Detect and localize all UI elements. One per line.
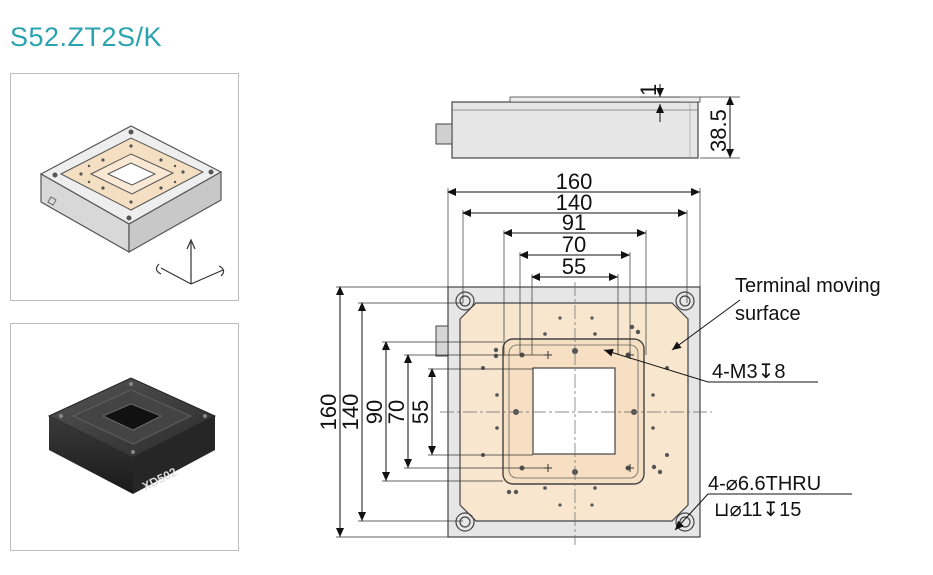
side-top-gap-label: 1 (636, 84, 661, 96)
callout-tapped-holes: 4-M3↧8 (712, 361, 785, 383)
horizontal-dimensions (447, 188, 701, 355)
model-title: S52.ZT2S/K (10, 22, 163, 52)
callout-surface-line2: surface (735, 303, 801, 325)
dim-width-160: 160 (556, 169, 593, 194)
dim-height-55: 55 (408, 400, 433, 424)
top-view (435, 282, 712, 545)
dim-width-70: 70 (562, 232, 586, 257)
callout-surface-line1: Terminal moving (735, 275, 881, 297)
callout-through-holes: 4-⌀6.6THRU (708, 473, 821, 495)
product-photo: XD502 (47, 377, 217, 494)
dim-width-91: 91 (562, 210, 586, 235)
dim-width-140: 140 (556, 190, 593, 215)
vertical-dimensions (336, 286, 548, 538)
side-view: 38.5 1 (435, 84, 740, 159)
isometric-drawing-panel (10, 73, 239, 301)
side-height-label: 38.5 (706, 109, 731, 152)
technical-drawing: 38.5 1 (316, 84, 881, 545)
callout-leaders (603, 299, 852, 531)
dim-height-160: 160 (316, 394, 341, 431)
dim-width-55: 55 (562, 254, 586, 279)
callout-counterbore: ⊔⌀11↧15 (714, 499, 801, 521)
dim-height-70: 70 (384, 400, 409, 424)
dim-height-90: 90 (362, 400, 387, 424)
isometric-stage-drawing (39, 125, 225, 285)
product-photo-panel: XD502 (10, 323, 239, 551)
axis-arrows-icon (155, 238, 225, 285)
dim-height-140: 140 (338, 394, 363, 431)
